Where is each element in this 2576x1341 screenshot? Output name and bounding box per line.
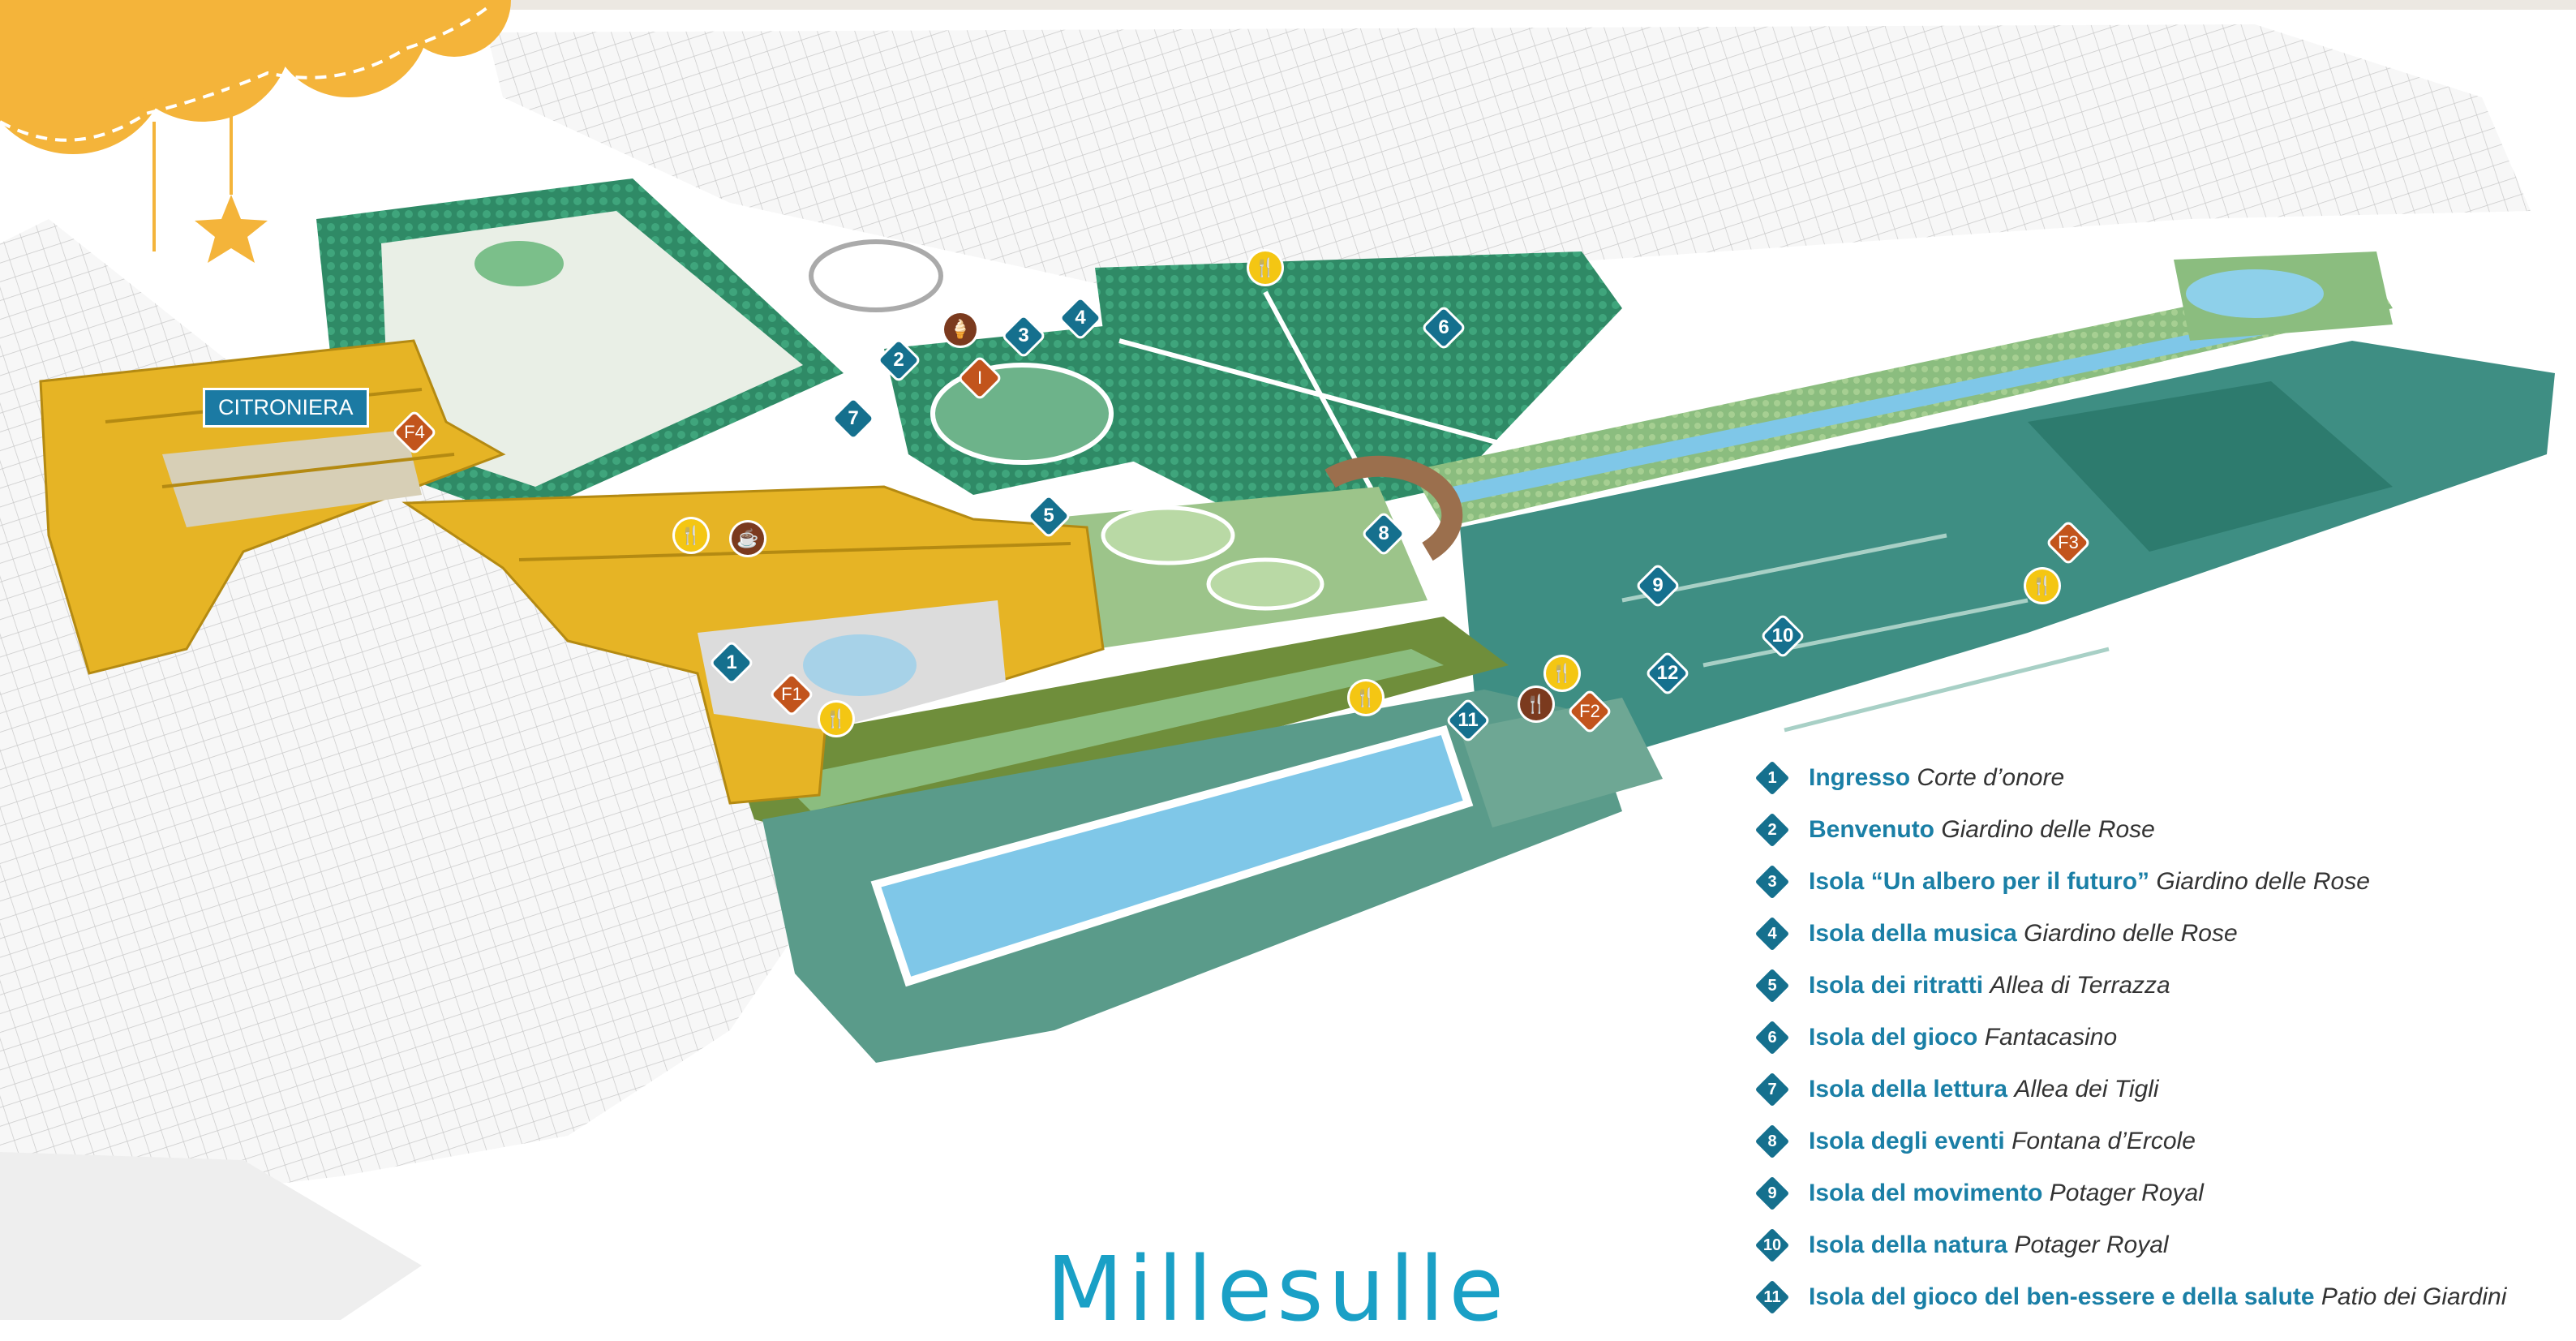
parterre-inner xyxy=(381,211,803,487)
marker-4[interactable]: 4 xyxy=(1060,298,1101,338)
restaurant-icon[interactable]: 🍴 xyxy=(1546,657,1578,690)
marker-info[interactable]: I xyxy=(960,358,1000,398)
restaurant-icon[interactable]: 🍴 xyxy=(1350,681,1382,714)
marker-F4[interactable]: F4 xyxy=(394,412,435,453)
restaurant-icon[interactable]: 🍴 xyxy=(1520,688,1552,720)
marker-5[interactable]: 5 xyxy=(1028,496,1069,536)
marker-F3[interactable]: F3 xyxy=(2048,522,2089,563)
water-basin xyxy=(870,724,1474,987)
top-strip xyxy=(0,0,2576,10)
marker-11[interactable]: 11 xyxy=(1448,700,1488,741)
ice-cream-icon[interactable]: 🍦 xyxy=(944,313,977,346)
restaurant-icon[interactable]: 🍴 xyxy=(675,519,707,552)
marker-12[interactable]: 12 xyxy=(1647,653,1688,694)
marker-7[interactable]: 7 xyxy=(833,398,874,439)
marker-9[interactable]: 9 xyxy=(1638,565,1678,606)
marker-8[interactable]: 8 xyxy=(1363,514,1404,554)
forest-block xyxy=(1095,251,1622,527)
marker-1[interactable]: 1 xyxy=(711,643,752,683)
marker-2[interactable]: 2 xyxy=(878,340,919,380)
restaurant-icon[interactable]: 🍴 xyxy=(820,703,852,735)
marker-3[interactable]: 3 xyxy=(1003,316,1044,356)
marker-F1[interactable]: F1 xyxy=(771,674,812,715)
restaurant-icon[interactable]: 🍴 xyxy=(2026,569,2059,602)
restaurant-icon[interactable]: 🍴 xyxy=(1249,251,1282,284)
brand-wordmark: Millesulle xyxy=(1046,1237,1509,1341)
south-hatch xyxy=(0,1152,422,1320)
canal xyxy=(1452,304,2344,503)
marker-10[interactable]: 10 xyxy=(1762,616,1803,656)
potager-gardens xyxy=(1460,341,2555,754)
north-fields xyxy=(487,24,2531,292)
coffee-icon[interactable]: ☕ xyxy=(732,522,764,555)
marker-F2[interactable]: F2 xyxy=(1569,691,1610,732)
cloud-decoration xyxy=(0,0,511,358)
citroniera-label: CITRONIERA xyxy=(203,388,369,428)
marker-6[interactable]: 6 xyxy=(1423,307,1464,348)
